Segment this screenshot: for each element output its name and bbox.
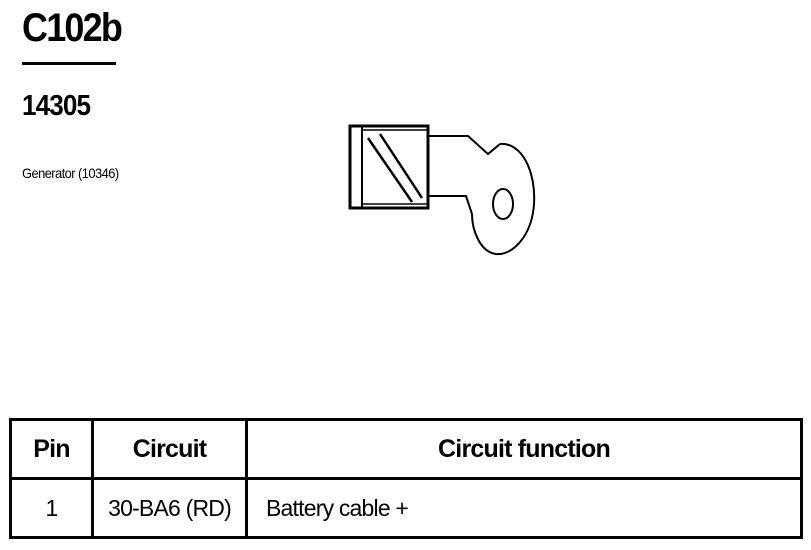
pin-header: Pin	[9, 418, 94, 480]
circuit-cell: 30-BA6 (RD)	[91, 477, 248, 539]
part-number: 14305	[22, 90, 91, 122]
table-header-row: Pin Circuit Circuit function	[9, 418, 803, 480]
pin-cell: 1	[9, 477, 94, 539]
pin-table: Pin Circuit Circuit function 1 30-BA6 (R…	[9, 418, 803, 539]
connector-id: C102b	[22, 6, 123, 50]
title-underline	[22, 62, 116, 65]
component-description: Generator (10346)	[22, 165, 119, 181]
circuit-function-header: Circuit function	[245, 418, 803, 480]
circuit-function-cell: Battery cable +	[245, 477, 803, 539]
circuit-header: Circuit	[91, 418, 248, 480]
table-row: 1 30-BA6 (RD) Battery cable +	[9, 477, 803, 539]
ring-terminal-connector-icon	[348, 124, 536, 256]
